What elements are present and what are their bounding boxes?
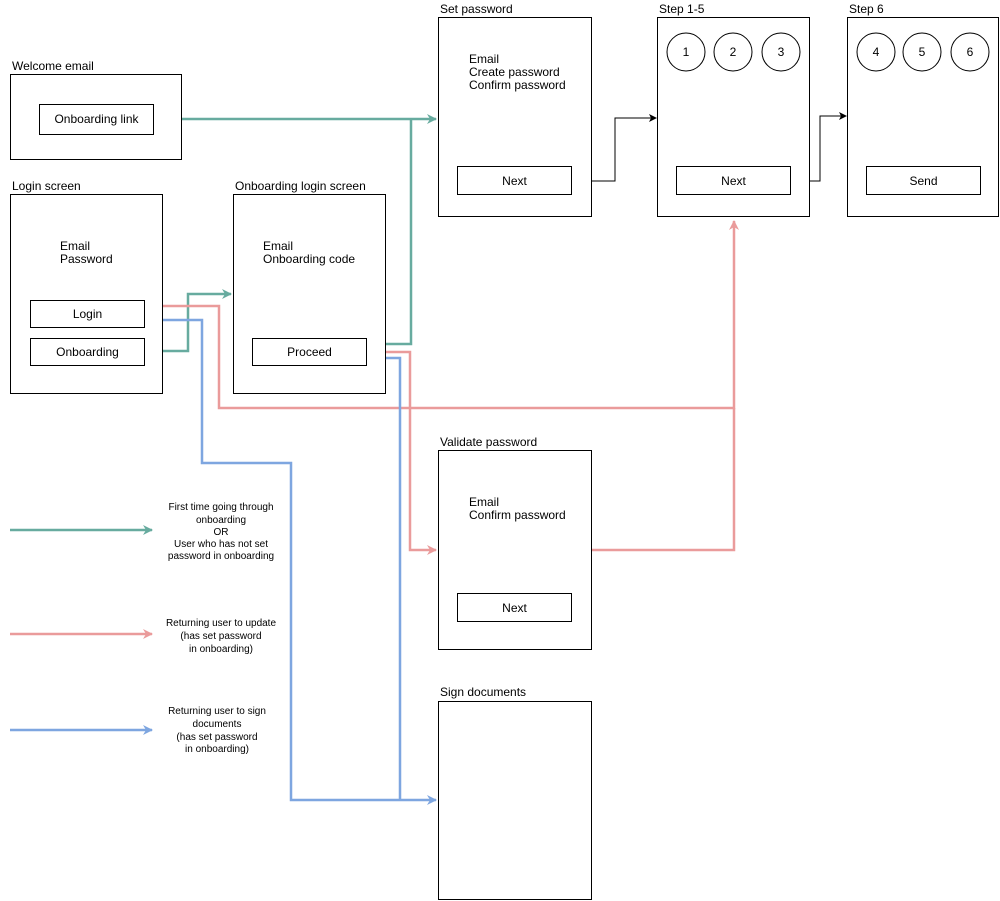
field-label-email: Email: [469, 495, 499, 509]
field-label-confirm-password: Confirm password: [469, 78, 566, 92]
legend-line: Returning user to update: [166, 618, 277, 629]
step-circle-1[interactable]: 1: [666, 32, 706, 72]
step-1-5-next-button[interactable]: Next: [676, 166, 791, 195]
legend-line: password in onboarding: [168, 551, 274, 562]
sign-documents-screen: Sign documents: [438, 685, 592, 900]
onboarding-button[interactable]: Onboarding: [30, 338, 145, 366]
step-number: 5: [919, 45, 926, 59]
legend-line: OR: [214, 527, 229, 538]
button-label: Onboarding: [56, 345, 119, 359]
legend-item-first-time: First time going through onboarding OR U…: [10, 502, 274, 562]
field-label-email: Email: [263, 239, 293, 253]
flow-onboarding-to-onboarding-login: [146, 289, 232, 353]
field-label-confirm-password: Confirm password: [469, 508, 566, 522]
step-circle-2[interactable]: 2: [713, 32, 753, 72]
legend-item-returning-sign: Returning user to sign documents (has se…: [10, 706, 266, 755]
legend-line: (has set password: [176, 732, 257, 743]
legend-line: First time going through: [168, 502, 273, 513]
login-screen: Login screen Email Password Login Onboar…: [10, 179, 163, 394]
field-label-onboarding-code: Onboarding code: [263, 252, 355, 266]
flow-validate-password-to-step-1-5: [592, 408, 736, 552]
screen-title: Login screen: [12, 179, 81, 193]
button-label: Login: [73, 307, 102, 321]
field-label-password: Password: [60, 252, 113, 266]
button-label: Send: [909, 174, 937, 188]
step-number: 2: [730, 45, 737, 59]
field-label-email: Email: [469, 52, 499, 66]
flow-login-to-step-1-5: [146, 220, 739, 410]
step-number: 6: [967, 45, 974, 59]
button-label: Next: [721, 174, 746, 188]
screen-title: Onboarding login screen: [235, 179, 366, 193]
welcome-email-screen: Welcome email Onboarding link: [10, 59, 182, 160]
set-password-next-button[interactable]: Next: [457, 166, 572, 195]
screen-title: Step 6: [849, 2, 884, 16]
send-button[interactable]: Send: [866, 166, 981, 195]
login-button[interactable]: Login: [30, 300, 145, 328]
screen-title: Step 1-5: [659, 2, 705, 16]
screen-title: Validate password: [440, 435, 537, 449]
flow-set-password-next-to-step-1-5: [572, 114, 657, 182]
legend-line: User who has not set: [174, 539, 268, 550]
screen-title: Sign documents: [440, 685, 526, 699]
legend-line: onboarding: [196, 515, 246, 526]
onboarding-link-button[interactable]: Onboarding link: [39, 104, 154, 135]
validate-password-screen: Validate password Email Confirm password…: [438, 435, 592, 650]
button-label: Onboarding link: [54, 112, 139, 126]
screen-title: Set password: [440, 2, 513, 16]
step-number: 3: [778, 45, 785, 59]
proceed-button[interactable]: Proceed: [252, 338, 367, 366]
button-label: Next: [502, 174, 527, 188]
legend-line: documents: [193, 719, 242, 730]
flow-login-to-sign-documents: [146, 318, 437, 805]
onboarding-login-screen: Onboarding login screen Email Onboarding…: [233, 179, 386, 394]
button-label: Proceed: [287, 345, 332, 359]
field-label-email: Email: [60, 239, 90, 253]
legend-line: in onboarding): [189, 644, 253, 655]
step-circle-4[interactable]: 4: [856, 32, 896, 72]
step-number: 4: [873, 45, 880, 59]
step-6-screen: Step 6 4 5 6 Send: [847, 2, 999, 217]
step-circle-3[interactable]: 3: [761, 32, 801, 72]
screen-title: Welcome email: [12, 59, 94, 73]
validate-password-next-button[interactable]: Next: [457, 593, 572, 622]
button-label: Next: [502, 601, 527, 615]
legend-line: Returning user to sign: [168, 706, 266, 717]
step-circle-5[interactable]: 5: [902, 32, 942, 72]
legend-item-returning-update: Returning user to update (has set passwo…: [10, 618, 276, 655]
legend-line: (has set password: [180, 631, 261, 642]
step-number: 1: [683, 45, 690, 59]
legend: First time going through onboarding OR U…: [10, 502, 276, 755]
step-1-5-screen: Step 1-5 1 2 3 Next: [657, 2, 810, 217]
set-password-screen: Set password Email Create password Confi…: [438, 2, 592, 217]
step-circle-6[interactable]: 6: [950, 32, 990, 72]
field-label-create-password: Create password: [469, 65, 560, 79]
flow-proceed-to-sign-documents: [368, 356, 402, 800]
legend-line: in onboarding): [185, 744, 249, 755]
flow-proceed-to-validate-password: [368, 350, 437, 555]
